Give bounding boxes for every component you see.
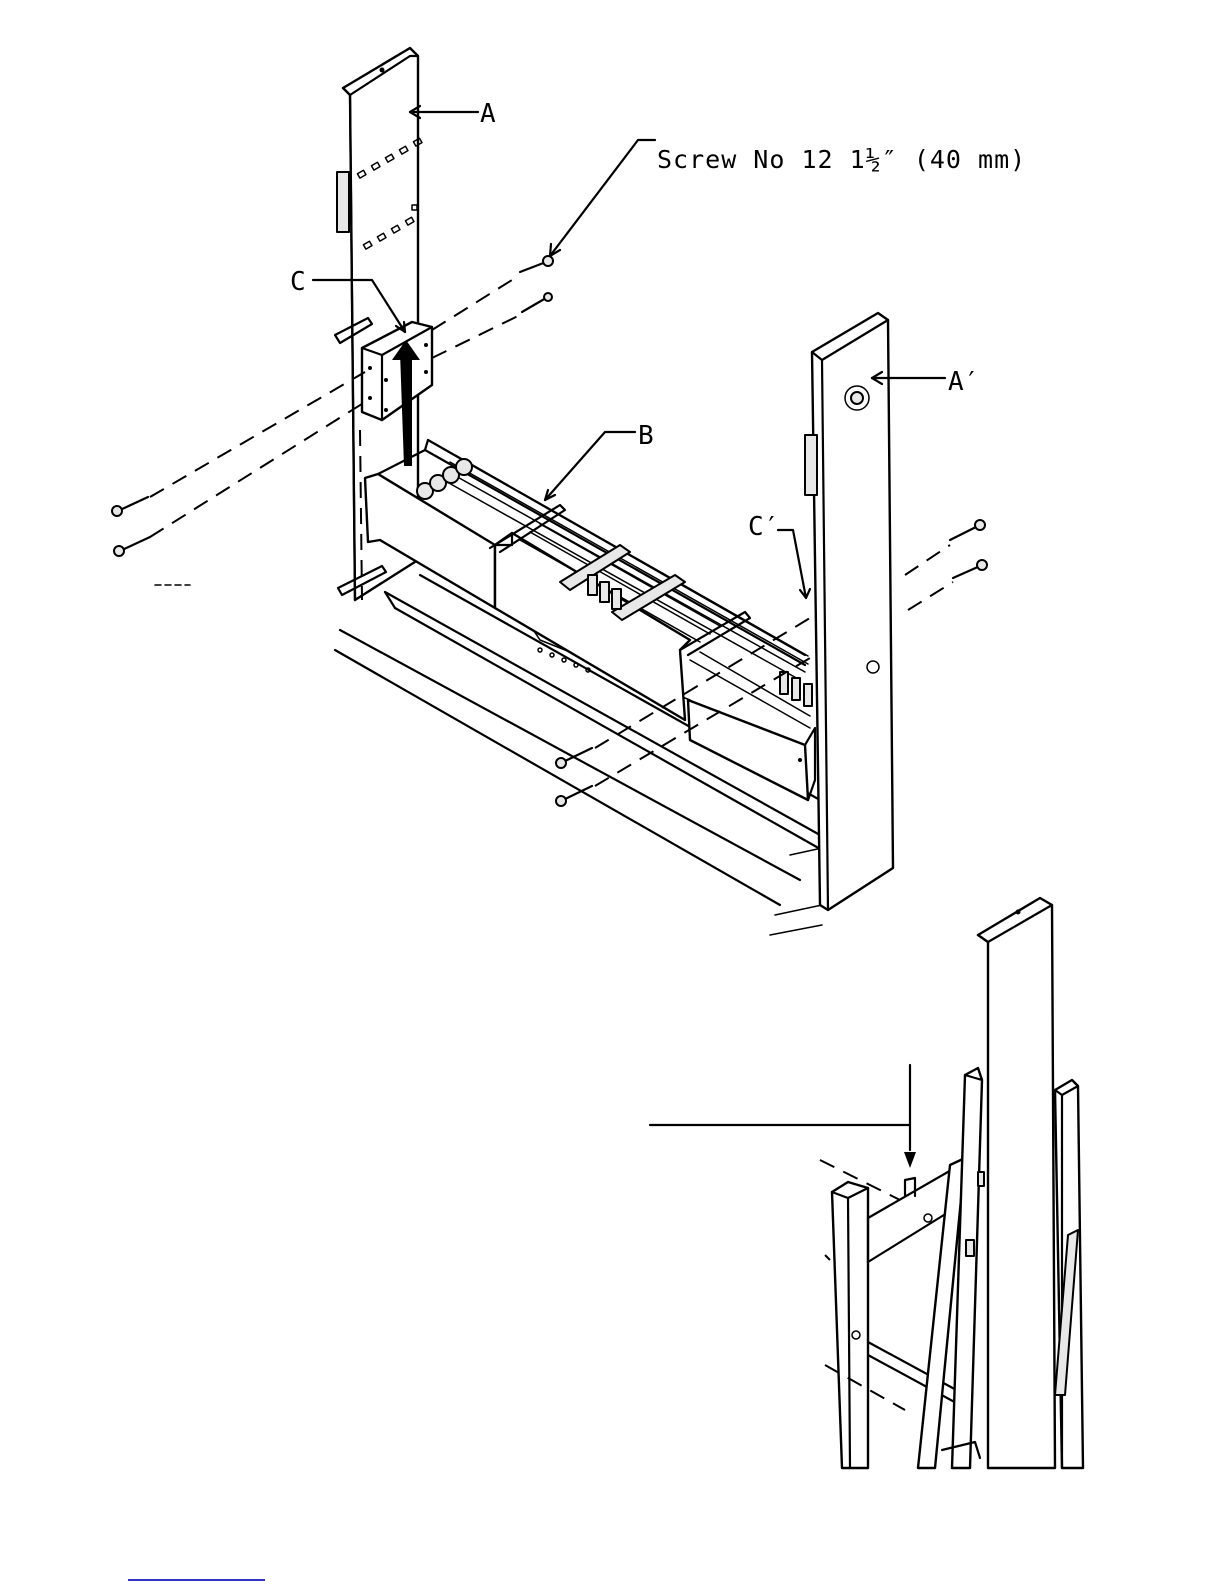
screw-icon	[112, 497, 148, 516]
screw-caption: Screw No 12 1½″ (40 mm)	[657, 145, 1026, 174]
keyboard-assembly-b	[365, 440, 815, 800]
label-a: A	[480, 99, 496, 129]
screw-icon	[522, 293, 552, 312]
label-c-prime: C′	[748, 512, 779, 542]
bottom-frame-figure	[650, 898, 1083, 1468]
label-b: B	[638, 421, 654, 451]
label-c: C	[290, 267, 306, 297]
screw-icon	[114, 537, 150, 556]
top-assembly-figure: A C A′ B C′ Screw No 12 1½″ (40 mm)	[112, 48, 1026, 935]
screw-icon	[953, 560, 987, 578]
screw-icon	[520, 256, 553, 272]
screw-icon	[556, 786, 592, 806]
label-a-prime: A′	[948, 367, 979, 397]
screw-icon	[950, 520, 985, 540]
knobs	[417, 459, 472, 499]
side-panel-a-prime	[805, 313, 893, 910]
